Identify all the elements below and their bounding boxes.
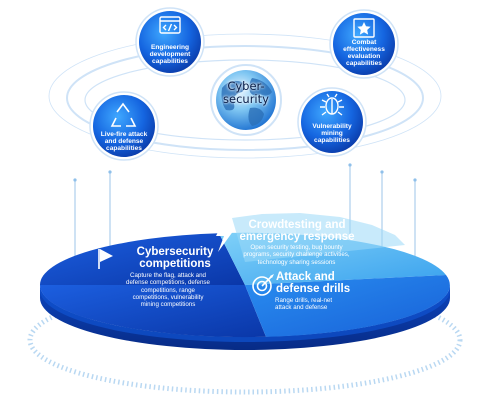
competitions-segment bbox=[39, 233, 245, 285]
target-icon bbox=[252, 274, 274, 296]
capability-bubble-combat bbox=[329, 9, 399, 79]
crowdtesting-description: Open security testing, bug bounty progra… bbox=[243, 244, 350, 266]
flag-icon bbox=[98, 249, 113, 269]
bug-icon bbox=[320, 93, 344, 116]
combat-caption: Combat effectiveness evaluation capabili… bbox=[343, 39, 385, 67]
lightning-icon bbox=[216, 218, 234, 252]
competitions-description: Capture the flag, attack and defense com… bbox=[126, 272, 210, 309]
orbit-lines bbox=[48, 33, 442, 159]
engineering-caption: Engineering development capabilities bbox=[149, 44, 191, 65]
recycle-arrows-icon bbox=[110, 102, 137, 127]
drills-title: Attack and defense drills bbox=[276, 271, 351, 296]
globe-icon bbox=[210, 64, 282, 136]
competitions-title: Cybersecurity competitions bbox=[136, 246, 214, 271]
center-globe-label: Cyber- security bbox=[213, 80, 279, 106]
capability-bubble-engineering bbox=[135, 7, 205, 77]
center-label-line2: security bbox=[223, 91, 269, 106]
code-window-icon bbox=[159, 16, 181, 34]
star-badge-icon bbox=[353, 18, 375, 38]
center-label-line1: Cyber- bbox=[227, 79, 265, 93]
capability-bubble-vulnerability bbox=[297, 87, 367, 157]
drills-segment bbox=[245, 275, 450, 337]
drills-description: Range drills, real-net attack and defens… bbox=[275, 297, 333, 312]
vulnerability-caption: Vulnerability mining capabilities bbox=[312, 123, 352, 144]
live-fire-caption: Live-fire attack and defense capabilitie… bbox=[100, 131, 148, 152]
capability-bubble-live-fire bbox=[89, 91, 159, 161]
crowdtesting-title: Crowdtesting and emergency response bbox=[239, 219, 355, 244]
